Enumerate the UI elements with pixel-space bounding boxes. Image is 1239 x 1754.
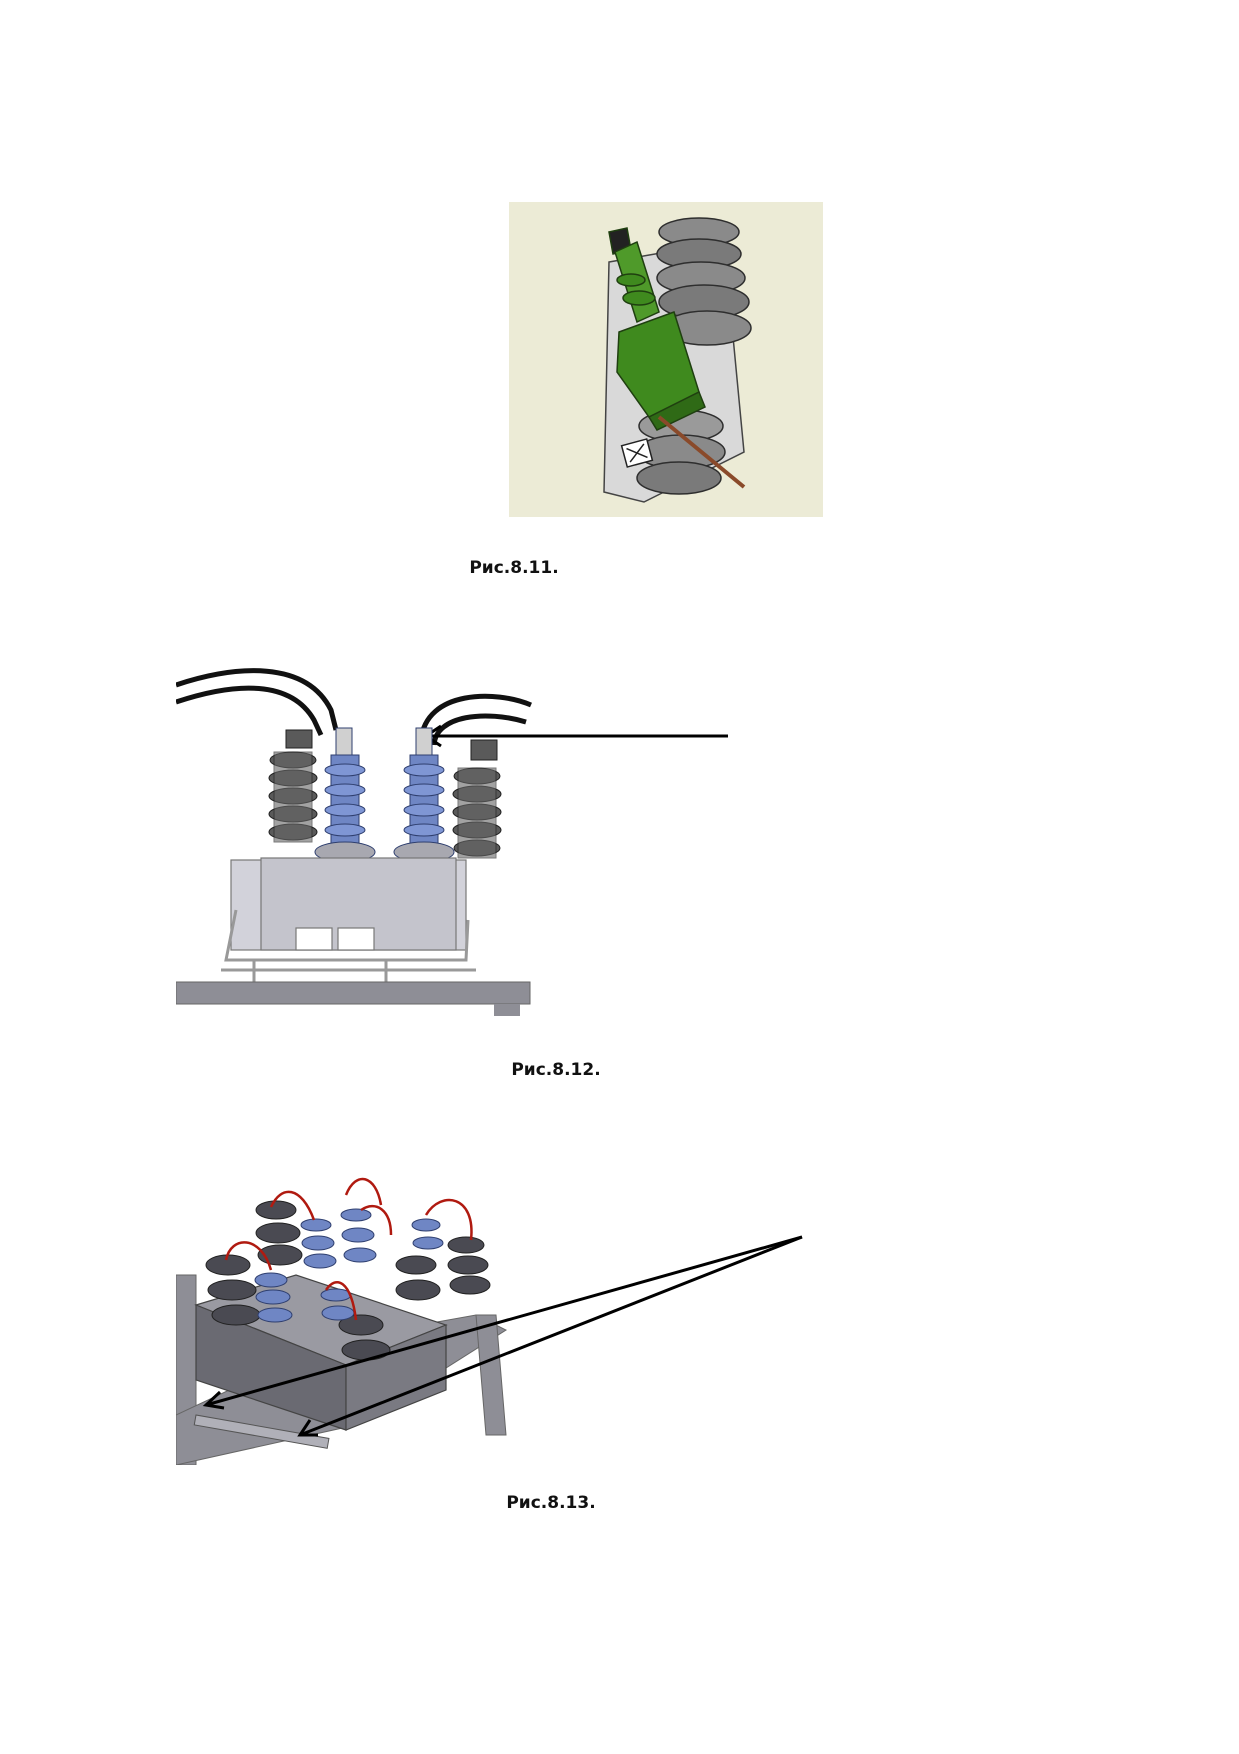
caption-fig-8-11: Рис.8.11. xyxy=(469,558,559,578)
insulator-sheds xyxy=(636,217,752,495)
blue-insulators-3d xyxy=(254,1208,444,1323)
base-beam xyxy=(176,981,531,1005)
figure-8-12-illustration xyxy=(176,668,728,1016)
figure-8-11-illustration xyxy=(509,202,823,517)
figure-8-11 xyxy=(509,202,823,517)
breaker-housing xyxy=(230,857,467,951)
power-cables xyxy=(176,668,532,746)
earth-wire xyxy=(657,415,746,489)
support-frame xyxy=(221,909,476,982)
grey-insulator-left xyxy=(268,729,318,843)
grey-insulator-right xyxy=(452,739,502,859)
figure-8-13 xyxy=(176,1165,816,1465)
figure-8-12 xyxy=(176,660,736,1020)
mounting-rail xyxy=(193,1414,330,1449)
cable-termination-green xyxy=(608,227,706,431)
pointer-arrows xyxy=(202,1235,803,1437)
caption-fig-8-12: Рис.8.12. xyxy=(511,1060,601,1080)
figure-8-13-illustration xyxy=(176,1177,803,1465)
blue-insulator-right xyxy=(393,727,455,863)
blue-insulator-left xyxy=(314,727,376,863)
jumper-wires xyxy=(224,1177,473,1321)
caption-fig-8-13: Рис.8.13. xyxy=(506,1493,596,1513)
